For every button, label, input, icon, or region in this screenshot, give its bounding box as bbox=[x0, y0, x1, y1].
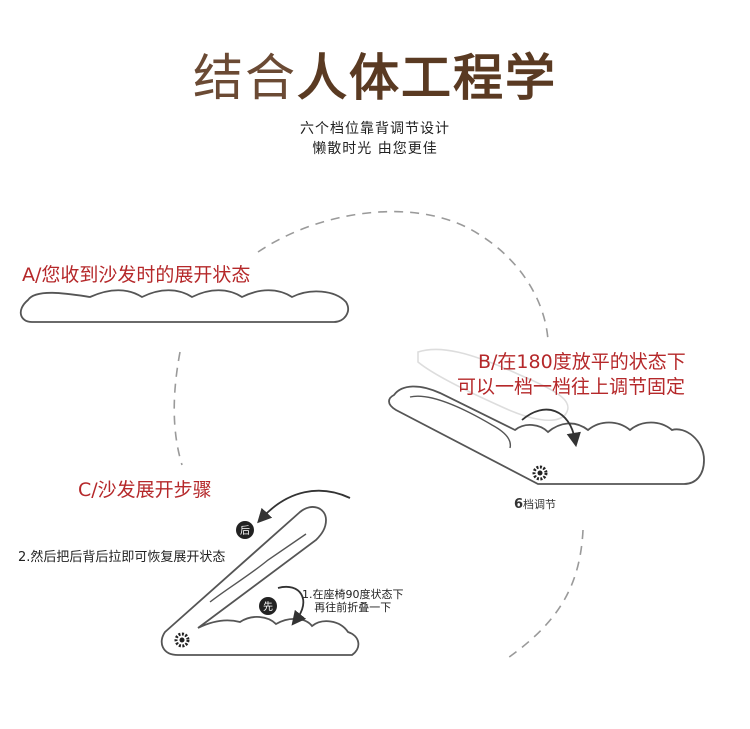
dashed-arc-right bbox=[504, 529, 584, 661]
badge-after-text: 后 bbox=[240, 525, 250, 537]
badge-first-text: 先 bbox=[263, 601, 273, 613]
gear-caption-text: 档调节 bbox=[523, 498, 557, 511]
gear-caption-num: 6 bbox=[514, 497, 524, 512]
sofa-fold-c bbox=[160, 489, 360, 656]
step-2-label: 2.然后把后背后拉即可恢复展开状态 bbox=[18, 550, 226, 565]
state-c-label: C/沙发展开步骤 bbox=[78, 479, 212, 501]
step-1-note: 1.在座椅90度状态下 再往前折叠一下 bbox=[302, 588, 404, 614]
title-bold: 人体工程学 bbox=[297, 49, 557, 107]
badge-after-icon bbox=[236, 521, 254, 539]
state-a-label: A/您收到沙发时的展开状态 bbox=[22, 264, 251, 286]
page-title: 结合人体工程学 bbox=[0, 38, 750, 110]
badge-first-icon bbox=[259, 597, 277, 615]
rotate-arrow-b bbox=[521, 408, 581, 448]
sofa-flat-a bbox=[19, 289, 349, 323]
title-light: 结合 bbox=[193, 49, 297, 107]
subtitle-line1: 六个档位靠背调节设计 bbox=[300, 121, 450, 137]
state-b-label-1: B/在180度放平的状态下 bbox=[478, 351, 686, 373]
state-b-label-2: 可以一档一档往上调节固定 bbox=[457, 376, 686, 398]
gear-caption: 6档调节 bbox=[514, 496, 556, 512]
sofa-recline-b bbox=[388, 348, 705, 485]
subtitle-line2: 懒散时光 由您更佳 bbox=[312, 141, 438, 157]
dashed-arc-left bbox=[173, 351, 183, 466]
step-1-line2: 再往前折叠一下 bbox=[314, 601, 392, 614]
fold-arrow-first bbox=[277, 585, 307, 626]
step-1-line1: 1.在座椅90度状态下 bbox=[302, 588, 404, 601]
fold-arrow-after bbox=[257, 489, 351, 524]
ghost-backrest bbox=[417, 348, 569, 422]
